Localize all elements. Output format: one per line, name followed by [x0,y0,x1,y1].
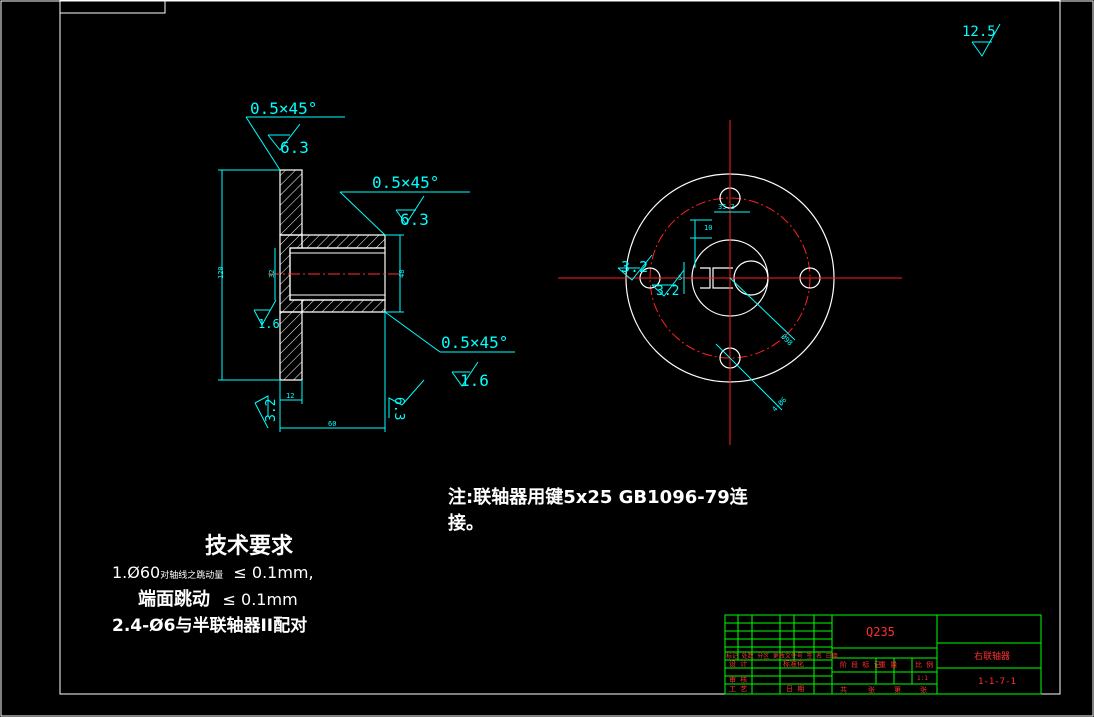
tb-scale: 1:1 [917,675,928,682]
dim-bore-dia: 32 [268,270,276,278]
roughness-hole-left: 3.2 [621,258,648,276]
tb-part-name: 右联轴器 [974,650,1010,662]
tb-ratio: 比 例 [915,660,933,669]
tb-weight: 重 量 [879,661,897,669]
roughness-hub-value: 6.3 [400,210,429,229]
dim-flange-dia: 120 [217,266,225,279]
tb-craft: 工 艺 [729,685,747,693]
section-view [268,169,400,381]
dim-bcd: Ø98 [779,333,794,348]
title-block-grid [724,614,1042,695]
end-view [558,120,902,445]
tb-mark-header: 标记 处数 分区 更改文件号 签 名 日期 [726,652,838,660]
note-line1: 注:联轴器用键5x25 GB1096-79连 [448,487,748,508]
tech-item1-prefix: 1.Ø60 [112,563,161,582]
roughness-bottom-value: 1.6 [460,371,489,390]
note-line2: 接。 [448,513,484,534]
dim-hub-len: 60 [328,420,336,428]
tech-item2-val: ≤ 0.1mm [222,590,298,609]
dim-holes: 4-Ø6 [771,396,789,414]
tech-item3: 2.4-Ø6与半联轴器II配对 [112,616,308,636]
tb-sheet2: 张 [920,685,927,694]
chamfer-bottom-label: 0.5×45° [441,333,508,352]
tb-review: 审 核 [729,675,747,684]
roughness-hub-br-value: 6.3 [391,397,406,420]
tech-item1: 1.Ø60对轴线之跳动量 ≤ 0.1mm, [112,563,314,582]
top-left-tab [59,0,166,14]
tb-stage: 阶 段 标 记 [840,660,881,669]
dim-flange-thick: 12 [286,392,294,400]
title-block-labels: 标记 处数 分区 更改文件号 签 名 日期 设 计 标准化 审 核 工 艺 日 … [726,625,1016,694]
tb-design: 设 计 [729,659,747,668]
tech-item2: 端面跳动 ≤ 0.1mm [138,585,298,611]
tb-sheets: 张 [868,685,875,694]
tb-std: 标准化 [783,659,804,668]
roughness-left-value: 1.6 [258,317,280,331]
roughness-general-value: 12.5 [962,24,996,40]
tb-total: 共 [840,685,847,694]
roughness-hub-bl-value: 3.2 [264,399,279,422]
tech-item1-val: ≤ 0.1mm, [233,563,314,582]
dim-key-w: 10 [704,224,712,232]
dim-small-hole: 5 [678,274,682,282]
tech-item1-mid: 对轴线之跳动量 [160,571,224,581]
dim-hub-dia: 48 [398,270,406,278]
roughness-hole-inner: 3.2 [656,284,679,299]
section-labels: 0.5×45° 0.5×45° 0.5×45° 6.3 6.3 1.6 1.6 … [217,99,508,428]
chamfer-hub-label: 0.5×45° [372,173,439,192]
tb-drawing-no: 1-1-7-1 [978,677,1016,687]
dim-keyway: 35.3 [718,203,735,211]
tech-item2-label: 端面跳动 [138,589,210,610]
section-dimensions [218,116,515,432]
tb-no: 第 [894,685,901,694]
tb-date: 日 期 [786,685,804,693]
section-roughness-symbols [253,123,479,429]
tb-material: Q235 [866,625,895,639]
inner-frame [59,0,1061,695]
roughness-symbol-general: 12.5 [962,23,1001,57]
tech-title: 技术要求 [205,534,294,559]
end-view-dimensions [617,211,796,411]
roughness-top-value: 6.3 [280,138,309,157]
chamfer-top-label: 0.5×45° [250,99,317,118]
